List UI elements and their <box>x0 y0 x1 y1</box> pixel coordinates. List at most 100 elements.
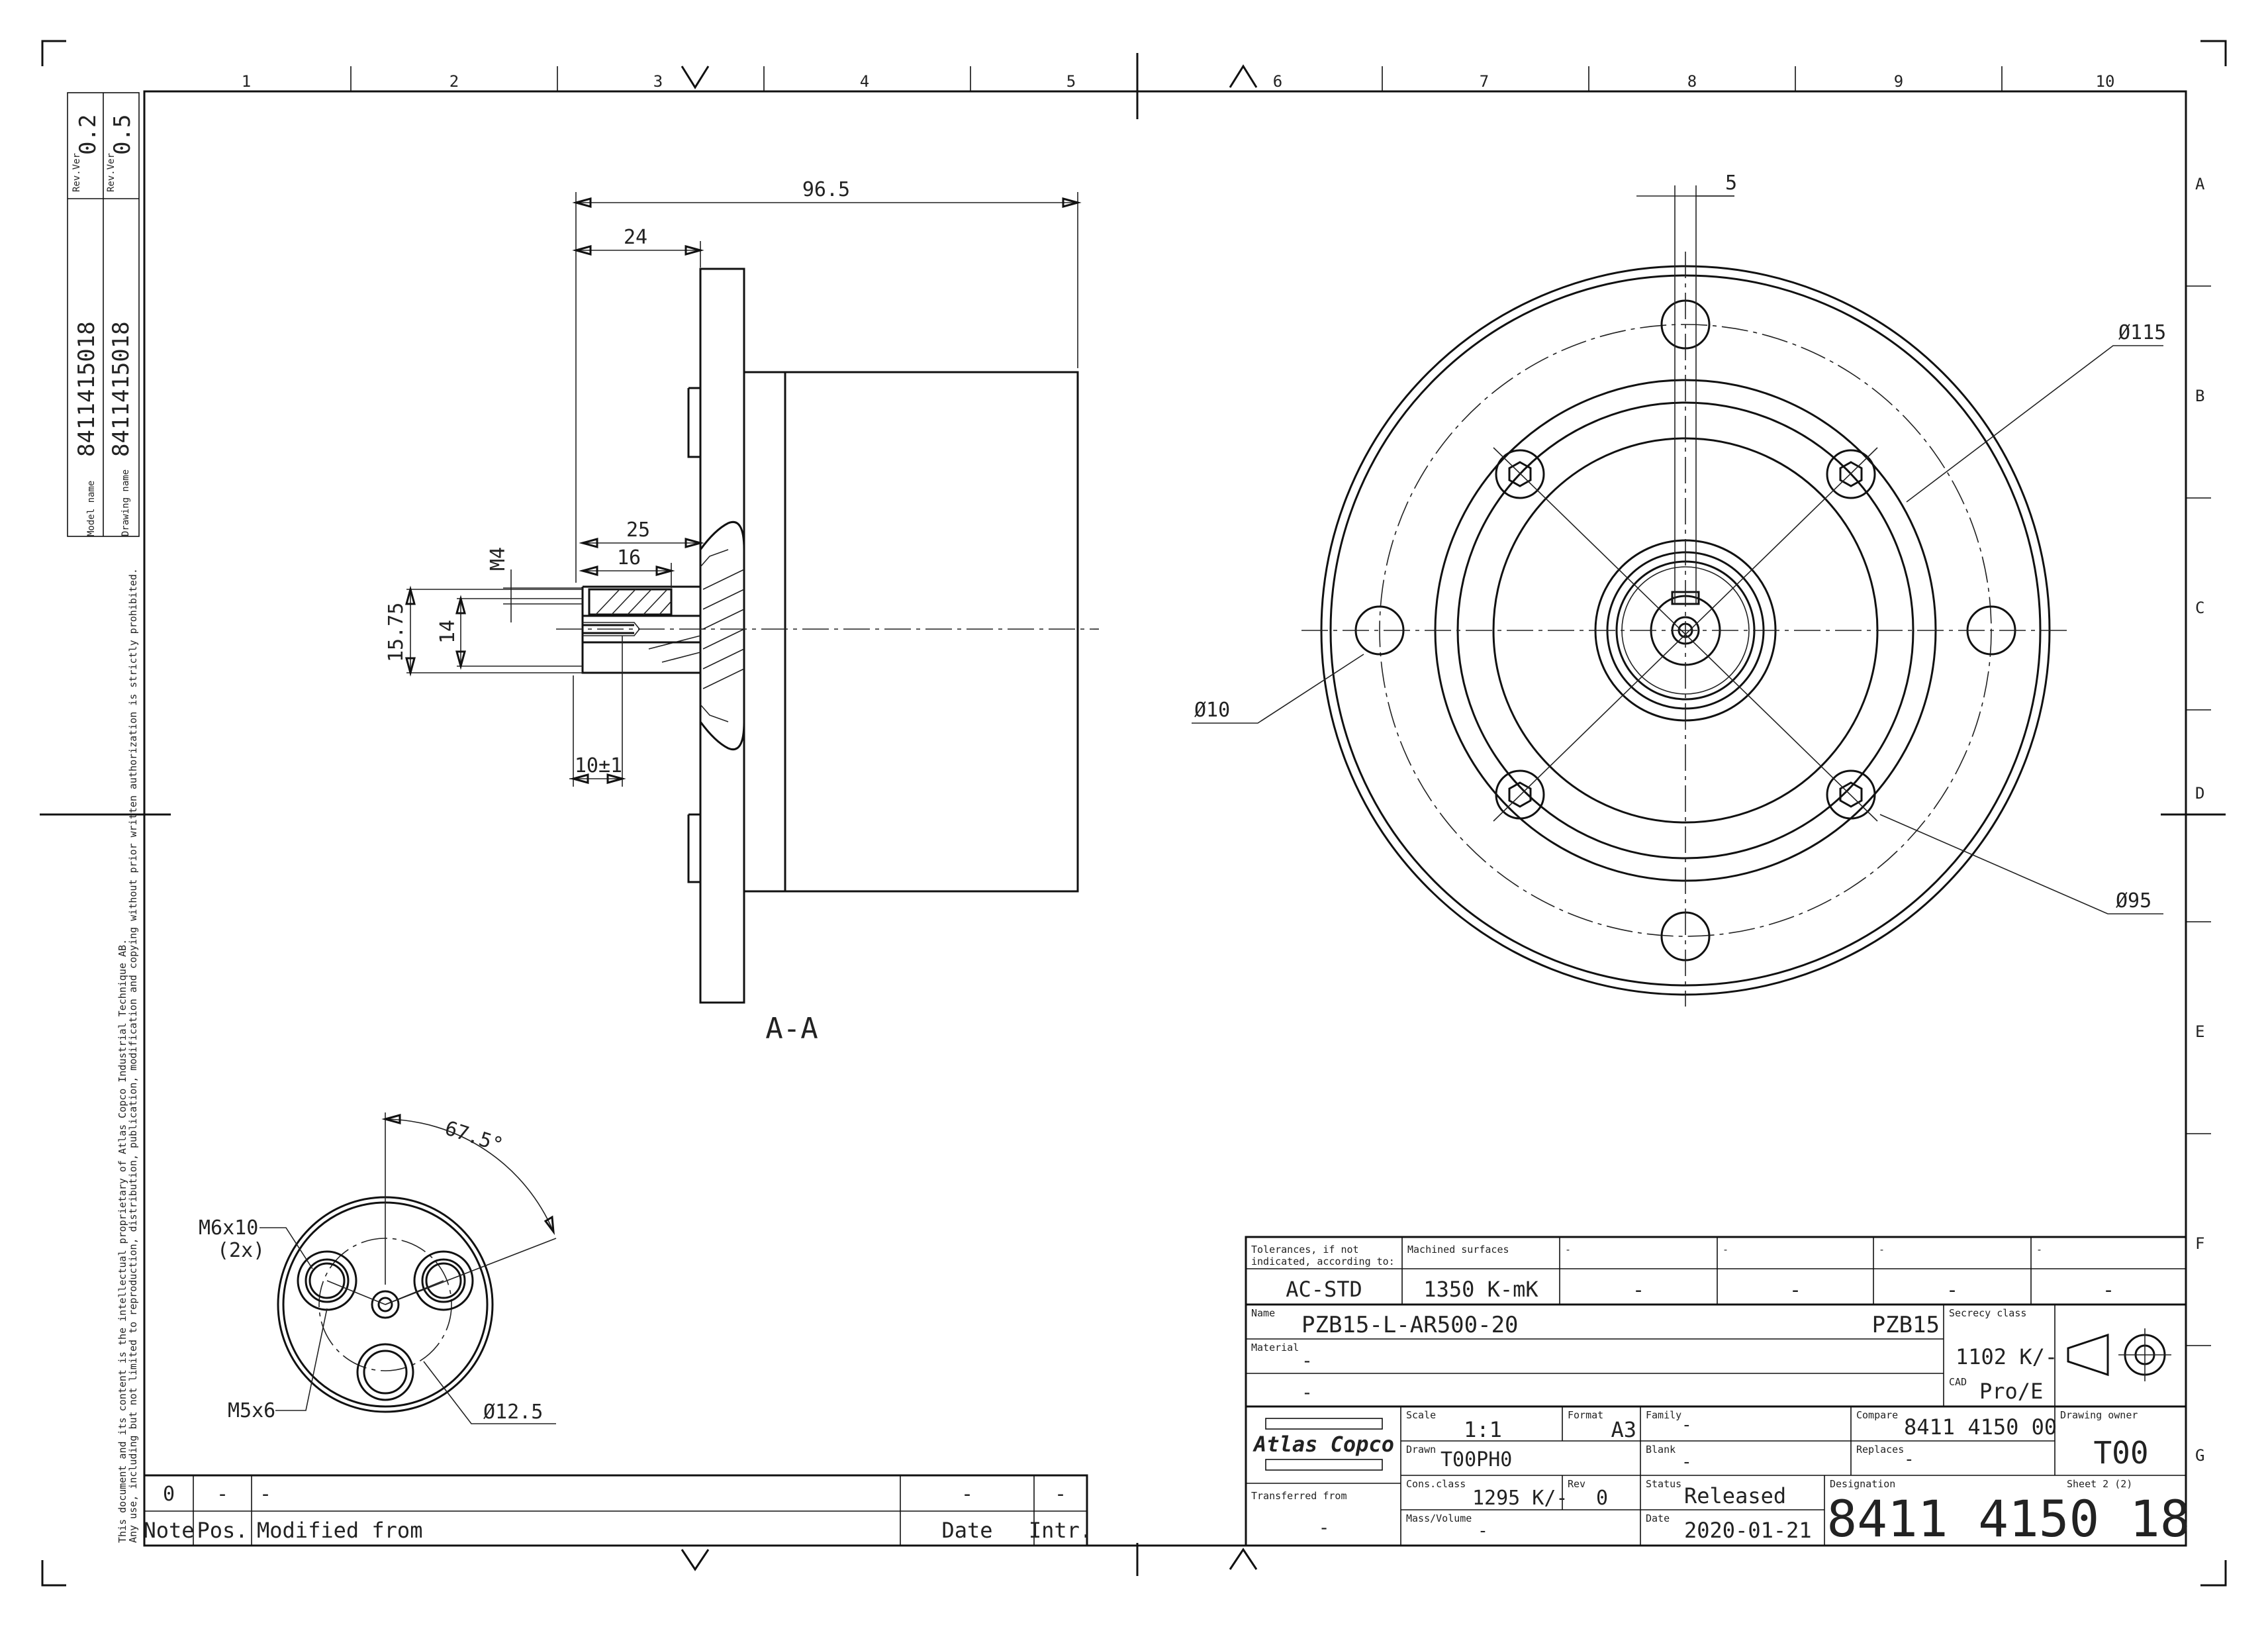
corner-marks <box>41 40 2227 1587</box>
col-label: 4 <box>860 72 869 91</box>
mass-value: - <box>1478 1521 1488 1541</box>
revision-table: 0 - - - - Note Pos. Modified from Date I… <box>143 1474 1092 1547</box>
drawn-label: Drawn <box>1406 1444 1436 1455</box>
cad-label: CAD <box>1949 1376 1967 1388</box>
model-name: 8411415018 <box>73 321 100 457</box>
dim-hole-10: Ø10 <box>1194 699 1230 722</box>
secrecy-label: Secrecy class <box>1949 1307 2026 1319</box>
rev-note-value: 0 <box>163 1483 175 1506</box>
drawing-name: 8411415018 <box>108 321 134 457</box>
rev-ver-label: Rev.Ver <box>71 153 82 192</box>
family-value: - <box>1681 1415 1692 1435</box>
rev-ver-value: 0.5 <box>109 115 136 155</box>
dim-m6: M6x10 <box>199 1216 258 1240</box>
col-label: 3 <box>653 72 663 91</box>
dim-angle: 67.5° <box>442 1116 506 1157</box>
status-label: Status <box>1646 1478 1681 1490</box>
col-label: 6 <box>1273 72 1282 91</box>
scale-value: 1:1 <box>1464 1417 1502 1442</box>
part-name-short: PZB15 <box>1872 1312 1940 1338</box>
row-label: C <box>2195 599 2204 617</box>
row-label: E <box>2195 1022 2204 1041</box>
rev-date-value: - <box>961 1483 973 1506</box>
machined-label: Machined surfaces <box>1407 1244 1509 1256</box>
cons-class-value: 1295 K/- <box>1472 1487 1568 1510</box>
dim-15-75: 15.75 <box>385 603 408 662</box>
section-label: A-A <box>765 1012 818 1046</box>
drawing-owner-label: Drawing owner <box>2060 1409 2138 1421</box>
designation-label: Designation <box>1830 1478 1895 1490</box>
rev-ver-label: Rev.Ver <box>106 153 117 192</box>
date-label: Date <box>1646 1512 1670 1524</box>
rev-note-header: Note <box>143 1518 194 1543</box>
drawing-name-label: Drawing name <box>120 469 131 536</box>
status-value: Released <box>1684 1483 1786 1508</box>
family-label: Family <box>1646 1409 1681 1421</box>
legal-notice: This document and its content is the int… <box>117 568 139 1543</box>
sheet-label: Sheet 2 (2) <box>2067 1478 2132 1490</box>
secrecy-value: 1102 K/- <box>1956 1344 2057 1369</box>
row-label: G <box>2195 1446 2204 1465</box>
col-label: 10 <box>2096 72 2115 91</box>
rev-intr-value: - <box>1055 1483 1066 1506</box>
part-name: PZB15-L-AR500-20 <box>1301 1312 1519 1338</box>
dim-m6-qty: (2x) <box>217 1239 265 1262</box>
row-label: A <box>2195 175 2205 193</box>
drawing-text: - <box>2036 1244 2042 1256</box>
col-label: 1 <box>242 72 251 91</box>
col-label: 7 <box>1480 72 1489 91</box>
dim-m5: M5x6 <box>228 1399 275 1422</box>
dim-25: 25 <box>626 518 650 542</box>
compare-value: 8411 4150 00 <box>1904 1414 2057 1440</box>
dim-10: 10±1 <box>575 754 622 777</box>
transferred-label: Transferred from <box>1251 1490 1347 1502</box>
material-value: - <box>1301 1350 1313 1371</box>
column-grid: 1 2 3 4 5 6 7 8 9 10 <box>242 66 2115 91</box>
compare-label: Compare <box>1856 1409 1898 1421</box>
rev-pos-value: - <box>216 1483 228 1506</box>
side-info-box: Model name 8411415018 Drawing name 84114… <box>67 92 140 537</box>
model-name-label: Model name <box>86 481 97 536</box>
dim-14: 14 <box>436 620 459 644</box>
centering-marks <box>40 53 2226 1576</box>
dim-dia: Ø12.5 <box>483 1401 543 1424</box>
dim-slot: 5 <box>1725 172 1737 195</box>
frame-border <box>143 90 2187 1547</box>
drawing-text: This document and its content is the int… <box>117 939 128 1543</box>
replaces-label: Replaces <box>1856 1444 1904 1455</box>
scale-label: Scale <box>1406 1409 1436 1421</box>
dim-m4: M4 <box>487 547 510 571</box>
rev-label: Rev <box>1568 1478 1585 1490</box>
drawing-owner-value: T00 <box>2093 1435 2148 1471</box>
blank-label: Blank <box>1646 1444 1676 1455</box>
dim-16: 16 <box>617 546 641 569</box>
format-value: A3 <box>1611 1417 1636 1442</box>
drawing-text: - <box>1632 1279 1644 1302</box>
mass-label: Mass/Volume <box>1406 1512 1472 1524</box>
col-label: 2 <box>449 72 459 91</box>
cons-class-label: Cons.class <box>1406 1478 1466 1490</box>
format-label: Format <box>1568 1409 1603 1421</box>
front-view: 5 Ø115 Ø10 Ø95 <box>1192 172 2166 1007</box>
row-label: F <box>2195 1234 2204 1253</box>
rev-text-value: - <box>260 1483 271 1506</box>
tolerances-label: Tolerances, if not <box>1251 1244 1359 1256</box>
date-value: 2020-01-21 <box>1684 1518 1812 1543</box>
tolerances-value: AC-STD <box>1286 1277 1362 1302</box>
drawing-text: - <box>1946 1279 1958 1302</box>
drawn-value: T00PH0 <box>1441 1448 1512 1471</box>
detail-view: 67.5° M6x10 (2x) M5x6 Ø12.5 <box>199 1112 557 1424</box>
col-label: 8 <box>1687 72 1697 91</box>
material-value-2: - <box>1301 1381 1313 1403</box>
drawing-text: - <box>2103 1279 2114 1302</box>
dim-flange: 24 <box>624 226 647 249</box>
rev-text-header: Modified from <box>257 1518 422 1543</box>
material-label: Material <box>1251 1342 1299 1354</box>
row-label: B <box>2195 387 2204 405</box>
row-label: D <box>2195 784 2204 803</box>
section-view-a-a: 96.5 24 25 16 M4 15.75 14 10±1 A-A <box>385 178 1099 1046</box>
col-label: 5 <box>1066 72 1076 91</box>
blank-value: - <box>1681 1452 1692 1472</box>
drawing-text: - <box>1789 1279 1801 1302</box>
